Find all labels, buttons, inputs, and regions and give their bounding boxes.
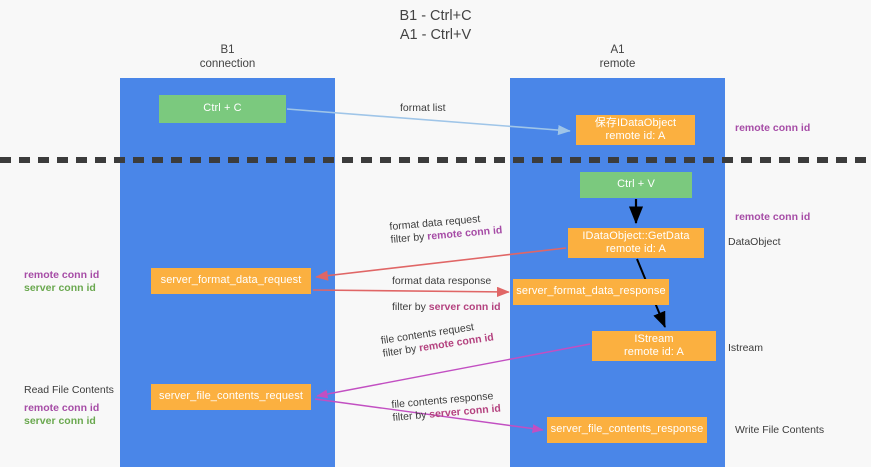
label-file-contents-response-filter-prefix: filter by [392,408,430,424]
arrow-format-data-request [315,247,567,281]
label-left-conn-ids-file: remote conn id server conn id [24,402,99,428]
label-write-file-contents: Write File Contents [735,424,824,437]
label-format-data-response-filter-prefix: filter by [392,301,429,313]
label-remote-conn-id-mid-text: remote conn id [735,211,811,223]
label-format-data-response-text: format data response [392,275,492,287]
node-server-format-data-response-label: server_format_data_response [516,285,666,298]
label-left-remote-conn-id-2: remote conn id [24,402,100,414]
label-format-data-response: format data response filter by server co… [392,275,501,314]
node-idataobject-label: 保存IDataObject [594,116,677,129]
node-server-file-contents-response-label: server_file_contents_response [550,423,704,436]
node-ctrl-v-label: Ctrl + V [617,178,655,191]
label-data-object: DataObject [728,236,781,249]
label-left-conn-ids-format: remote conn id server conn id [24,269,99,295]
arrow-format-data-response [312,286,510,297]
arrow-file-contents-response [314,398,544,434]
node-server-file-contents-response[interactable]: server_file_contents_response [547,417,707,443]
label-format-list: format list [400,102,446,115]
label-remote-conn-id-top: remote conn id [735,122,810,135]
node-getdata-label: IDataObject::GetData [582,229,690,242]
lane-header-a1-role: remote [599,57,636,70]
node-idataobject[interactable]: 保存IDataObject remote id: A [576,115,695,145]
label-write-file-contents-text: Write File Contents [735,424,825,436]
node-istream-sub: remote id: A [624,346,684,358]
lane-header-b1: B1 connection [120,44,335,71]
label-istream-side: Istream [728,342,763,355]
title-line-2: A1 - Ctrl+V [399,27,472,43]
node-server-format-data-request-label: server_format_data_request [160,274,302,287]
label-format-data-response-filter-key: server conn id [428,301,501,313]
label-remote-conn-id-mid: remote conn id [735,211,810,224]
lane-header-a1: A1 remote [510,44,725,71]
label-left-server-conn-id-2: server conn id [24,415,96,427]
node-server-file-contents-request-label: server_file_contents_request [158,390,304,403]
label-read-file-contents: Read File Contents [24,384,114,397]
node-getdata-sub: remote id: A [606,243,666,255]
arrow-file-contents-request [316,343,591,399]
phase-divider [0,157,871,163]
node-server-file-contents-request[interactable]: server_file_contents_request [151,384,311,410]
node-server-format-data-response[interactable]: server_format_data_response [513,279,669,305]
lane-header-b1-name: B1 [220,44,235,56]
label-format-data-request-filter-prefix: filter by [390,230,428,246]
lane-header-a1-name: A1 [610,44,625,56]
node-idataobject-getdata[interactable]: IDataObject::GetData remote id: A [568,228,704,258]
node-ctrl-c[interactable]: Ctrl + C [159,95,286,123]
node-idataobject-sub: remote id: A [605,130,666,142]
node-ctrl-v[interactable]: Ctrl + V [580,172,692,198]
lane-header-b1-role: connection [199,57,256,70]
label-left-server-conn-id-1: server conn id [24,282,96,294]
label-left-remote-conn-id-1: remote conn id [24,269,100,281]
label-istream-side-text: Istream [728,342,764,354]
label-format-list-text: format list [400,102,446,114]
node-ctrl-c-label: Ctrl + C [203,102,242,115]
node-server-format-data-request[interactable]: server_format_data_request [151,268,311,294]
label-read-file-contents-text: Read File Contents [24,384,114,396]
title-line-1: B1 - Ctrl+C [399,8,472,24]
page-title: B1 - Ctrl+C A1 - Ctrl+V [0,7,871,45]
label-data-object-text: DataObject [728,236,781,248]
node-istream-label: IStream [634,332,674,345]
node-istream[interactable]: IStream remote id: A [592,331,716,361]
arrow-format-list [286,108,571,136]
label-remote-conn-id-top-text: remote conn id [735,122,811,134]
